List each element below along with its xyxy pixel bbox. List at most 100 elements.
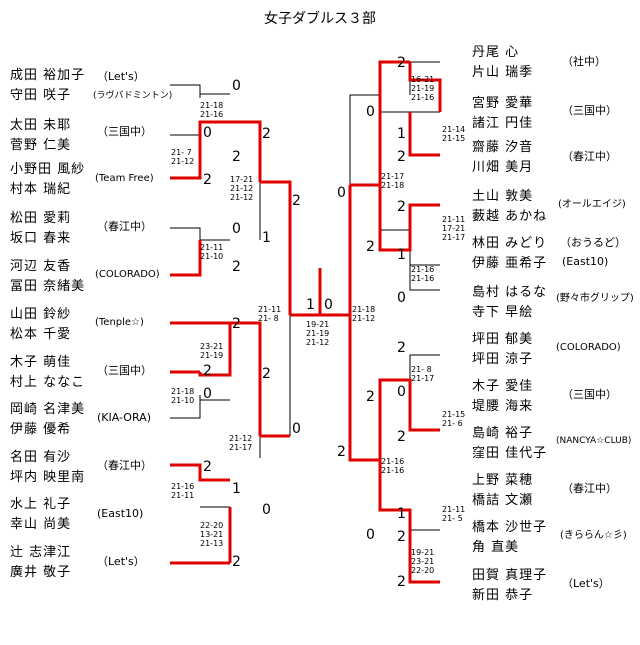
club-name: (オールエイジ) [558,199,626,210]
score: 2 [203,363,212,379]
score: 2 [232,259,241,275]
player-name: 成田 裕加子 [10,68,86,83]
player-name: 角 直美 [472,540,520,555]
score: 1 [306,297,315,313]
score: 2 [203,459,212,475]
score: 2 [232,316,241,332]
score: 2 [203,172,212,188]
player-name: 藪越 あかね [472,209,548,224]
club-name: （春江中） [97,220,152,233]
player-name: 橋本 沙世子 [472,520,548,535]
club-name: (NANCYA☆CLUB) [556,436,632,446]
score: 2 [232,149,241,165]
club-name: (野々市グリップ) [556,293,634,304]
score: 2 [366,389,375,405]
club-name: (KIA-ORA) [97,411,151,424]
right-team-3: 齋藤 汐音川畑 美月 [472,138,533,178]
score: 0 [397,290,406,306]
score: 0 [232,221,241,237]
right-team-11: 橋本 沙世子角 直美 [472,518,547,558]
player-name: 林田 みどり [472,236,548,251]
score: 0 [203,125,212,141]
club-name: (きららん☆彡) [560,530,627,541]
club-name: (ラヴバドミントン) [93,91,173,101]
page-title: 女子ダブルス３部 [264,11,376,27]
player-name: 河辺 友香 [10,259,72,274]
club-name: （Let's） [97,70,145,83]
score: 0 [366,527,375,543]
score: 2 [292,193,301,209]
score: 1 [232,481,241,497]
player-name: 松本 千愛 [10,327,72,342]
player-name: 伊藤 亜希子 [472,256,548,271]
club-name: （三国中） [562,104,617,117]
score: 1 [397,247,406,263]
score: 2 [397,199,406,215]
score: 2 [397,340,406,356]
player-name: 伊藤 優希 [10,422,72,437]
left-team-7: 木子 萌佳村上 ななこ [10,353,85,393]
player-name: 川畑 美月 [472,160,534,175]
club-name: （春江中） [562,150,617,163]
player-name: 坪田 郁美 [472,332,534,347]
score: 0 [324,297,333,313]
player-name: 片山 瑞季 [472,65,534,80]
right-team-7: 坪田 郁美坪田 涼子 [472,330,533,370]
score: 2 [397,574,406,590]
right-team-4: 土山 敦美藪越 あかね [472,187,547,227]
left-team-2: 太田 未耶菅野 仁美 [10,116,71,156]
left-team-10: 水上 礼子幸山 尚美 [10,495,71,535]
player-name: 堤腰 海来 [472,399,534,414]
player-name: 宮野 愛華 [472,96,534,111]
player-name: 橋詰 文瀬 [472,493,534,508]
player-name: 名田 有沙 [10,450,72,465]
right-team-10: 上野 菜穂橋詰 文瀬 [472,471,533,511]
player-name: 水上 礼子 [10,497,72,512]
club-name: （三国中） [97,125,152,138]
score: 2 [366,239,375,255]
player-name: 上野 菜穂 [472,473,534,488]
player-name: 幸山 尚美 [10,517,72,532]
right-team-5: 林田 みどり伊藤 亜希子 [472,234,547,274]
club-name: （三国中） [97,364,152,377]
player-name: 太田 未耶 [10,118,72,133]
player-name: 諸江 円佳 [472,116,534,131]
player-name: 村本 瑞紀 [10,182,72,197]
player-name: 冨田 奈緒美 [10,279,86,294]
left-team-9: 名田 有沙坪内 映里南 [10,448,85,488]
player-name: 坂口 春来 [10,231,72,246]
score: 2 [397,429,406,445]
player-name: 松田 愛莉 [10,211,72,226]
player-name: 島崎 裕子 [472,426,534,441]
score: 0 [337,185,346,201]
club-name: (Tenple☆) [95,317,144,328]
score: 2 [262,126,271,142]
club-name: （社中） [562,55,606,68]
score: 2 [232,554,241,570]
club-name: (COLORADO) [556,342,621,353]
club-name: （おうるど） [560,236,626,249]
left-team-5: 河辺 友香冨田 奈緒美 [10,257,85,297]
score: 0 [262,502,271,518]
score: 1 [397,126,406,142]
player-name: 辻 志津江 [10,545,72,560]
score: 0 [292,421,301,437]
player-name: 守田 咲子 [10,88,72,103]
